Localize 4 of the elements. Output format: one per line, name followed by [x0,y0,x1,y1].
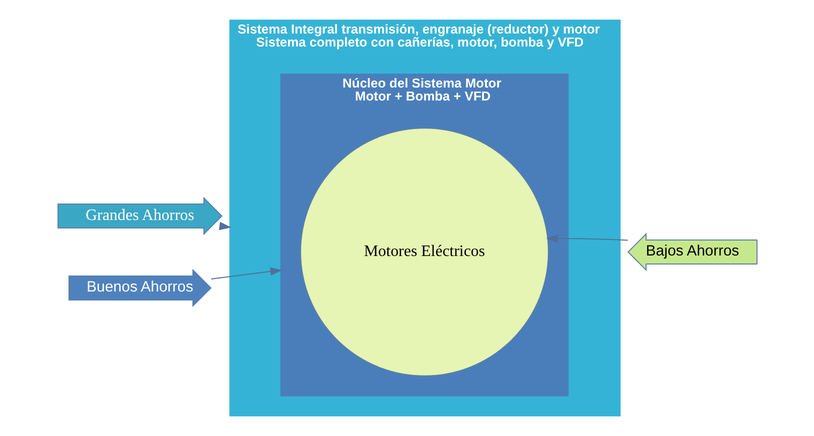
node-circle: Motores Eléctricos [300,128,548,376]
arrow [546,234,628,243]
arrow [210,267,282,280]
arrow [218,222,231,230]
